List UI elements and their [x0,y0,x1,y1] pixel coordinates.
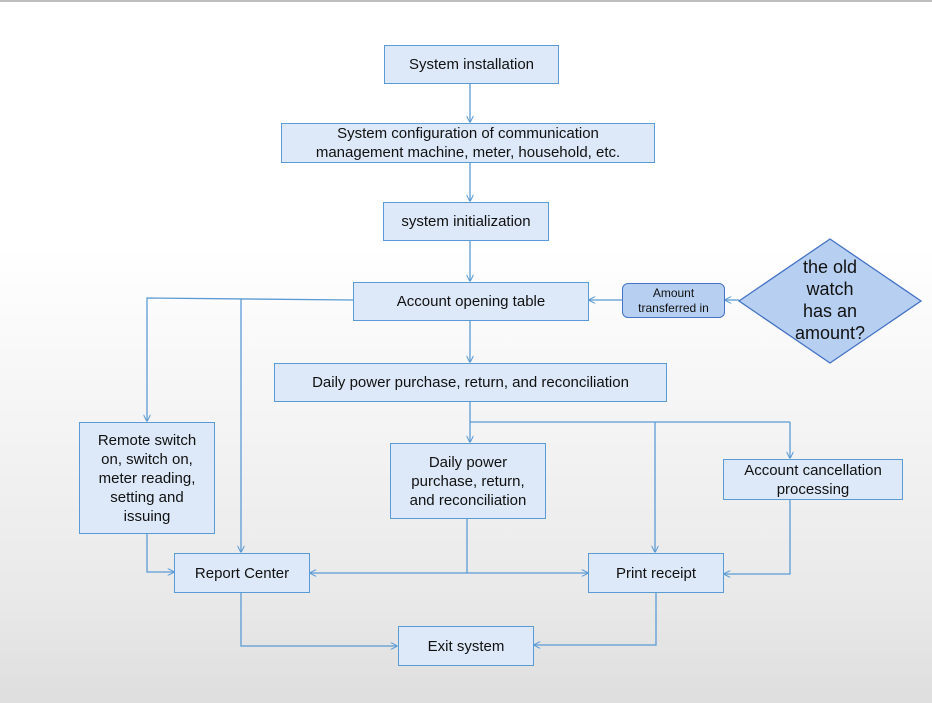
decision-diamond-shape [737,238,923,364]
node-account-cancellation: Account cancellation processing [723,459,903,500]
arrow-print-to-exit [534,593,657,645]
node-daily-power-main: Daily power purchase, return, and reconc… [274,363,667,402]
decision-old-watch-amount: the old watch has an amount? [794,257,866,343]
arrow-opening-to-remote [147,297,354,421]
node-exit-system: Exit system [398,626,534,666]
node-remote-switch: Remote switch on, switch on, meter readi… [79,422,215,534]
node-amount-transferred-in: Amount transferred in [622,283,725,318]
node-daily-power-sub: Daily power purchase, return, and reconc… [390,443,546,519]
node-report-center: Report Center [174,553,310,593]
node-account-opening-table: Account opening table [353,282,589,321]
node-system-initialization: system initialization [383,202,549,241]
top-divider [0,0,932,2]
arrow-cancellation-to-print [724,500,791,574]
node-system-installation: System installation [384,45,559,84]
node-system-configuration: System configuration of communication ma… [281,123,655,163]
node-print-receipt: Print receipt [588,553,724,593]
arrow-report-to-exit [240,593,397,646]
arrow-remote-to-report [146,533,174,572]
